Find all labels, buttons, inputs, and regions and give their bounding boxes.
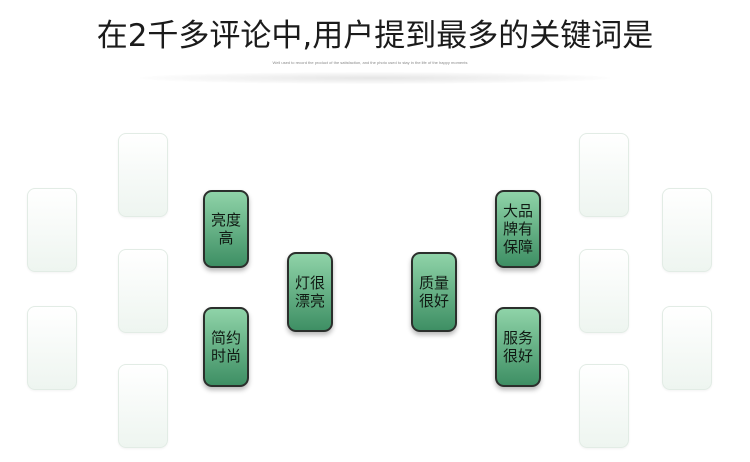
placeholder-box bbox=[579, 249, 629, 333]
placeholder-box bbox=[118, 133, 168, 217]
page-subtitle: Well used to record the product of the s… bbox=[272, 60, 468, 65]
placeholder-box bbox=[118, 364, 168, 448]
placeholder-box bbox=[662, 188, 712, 272]
page-title: 在2千多评论中,用户提到最多的关键词是 bbox=[96, 18, 654, 54]
title-shadow-divider bbox=[140, 72, 610, 84]
keyword-brightness-high: 亮度高 bbox=[203, 190, 249, 268]
placeholder-box bbox=[27, 306, 77, 390]
keyword-service-good: 服务很好 bbox=[495, 307, 541, 387]
placeholder-box bbox=[27, 188, 77, 272]
placeholder-box bbox=[579, 133, 629, 217]
keyword-lamp-beautiful: 灯很漂亮 bbox=[287, 252, 333, 332]
keyword-simple-stylish: 简约时尚 bbox=[203, 307, 249, 387]
keyword-quality-good: 质量很好 bbox=[411, 252, 457, 332]
placeholder-box bbox=[118, 249, 168, 333]
placeholder-box bbox=[662, 306, 712, 390]
keyword-big-brand-guaranteed: 大品牌有保障 bbox=[495, 190, 541, 268]
placeholder-box bbox=[579, 364, 629, 448]
